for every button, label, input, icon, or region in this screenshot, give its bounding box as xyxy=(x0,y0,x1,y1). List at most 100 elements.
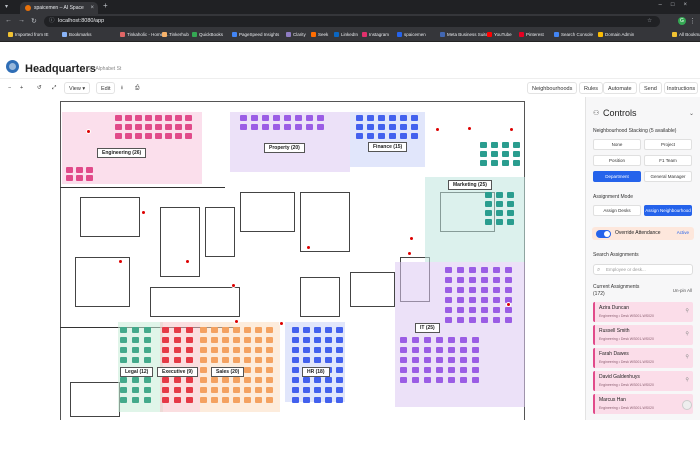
desk[interactable] xyxy=(144,357,151,363)
desk[interactable] xyxy=(244,347,251,353)
desk[interactable] xyxy=(336,357,343,363)
desk[interactable] xyxy=(144,347,151,353)
desk[interactable] xyxy=(481,317,488,323)
desk[interactable] xyxy=(412,367,419,373)
desk[interactable] xyxy=(244,377,251,383)
desk[interactable] xyxy=(303,357,310,363)
desk[interactable] xyxy=(400,337,407,343)
desk[interactable] xyxy=(162,387,169,393)
desk[interactable] xyxy=(255,377,262,383)
desk[interactable] xyxy=(262,115,269,121)
desk[interactable] xyxy=(200,327,207,333)
desk[interactable] xyxy=(162,327,169,333)
desk[interactable] xyxy=(233,347,240,353)
desk[interactable] xyxy=(292,357,299,363)
desk[interactable] xyxy=(125,124,132,130)
desk[interactable] xyxy=(186,347,193,353)
desk[interactable] xyxy=(325,397,332,403)
desk[interactable] xyxy=(400,115,407,121)
desk[interactable] xyxy=(457,317,464,323)
bookmark-item[interactable]: All Bookmarks xyxy=(672,32,700,37)
desk[interactable] xyxy=(174,357,181,363)
override-attendance[interactable]: Override Attendance Active xyxy=(592,227,694,240)
desk[interactable] xyxy=(411,124,418,130)
desk[interactable] xyxy=(469,297,476,303)
desk[interactable] xyxy=(144,387,151,393)
print-icon[interactable]: ⎙ xyxy=(135,85,140,91)
desk[interactable] xyxy=(448,377,455,383)
desk[interactable] xyxy=(436,357,443,363)
desk[interactable] xyxy=(120,327,127,333)
desk[interactable] xyxy=(469,287,476,293)
desk[interactable] xyxy=(493,267,500,273)
desk[interactable] xyxy=(255,367,262,373)
desk[interactable] xyxy=(255,347,262,353)
mode-assign-desks[interactable]: Assign Desks xyxy=(593,205,641,216)
desk[interactable] xyxy=(200,387,207,393)
desk[interactable] xyxy=(336,397,343,403)
desk[interactable] xyxy=(211,357,218,363)
desk[interactable] xyxy=(317,115,324,121)
desk[interactable] xyxy=(292,337,299,343)
desk[interactable] xyxy=(244,357,251,363)
download-icon[interactable]: ⭳ xyxy=(121,85,123,91)
desk[interactable] xyxy=(174,337,181,343)
desk[interactable] xyxy=(211,397,218,403)
desk[interactable] xyxy=(86,167,93,173)
desk[interactable] xyxy=(480,151,487,157)
desk[interactable] xyxy=(448,357,455,363)
desk[interactable] xyxy=(135,115,142,121)
desk[interactable] xyxy=(185,133,192,139)
desk[interactable] xyxy=(412,357,419,363)
desk[interactable] xyxy=(314,387,321,393)
fit-button[interactable]: ⤢ xyxy=(52,85,57,91)
bookmark-item[interactable]: Bookmarks xyxy=(62,32,92,37)
bookmark-item[interactable]: Domain Admin xyxy=(598,32,634,37)
desk[interactable] xyxy=(86,175,93,181)
desk[interactable] xyxy=(389,124,396,130)
desk[interactable] xyxy=(505,267,512,273)
desk[interactable] xyxy=(424,367,431,373)
desk[interactable] xyxy=(513,151,520,157)
desk[interactable] xyxy=(445,267,452,273)
desk[interactable] xyxy=(472,367,479,373)
desk[interactable] xyxy=(222,357,229,363)
url-input[interactable]: ⓘ localhost:8080/app ☆ xyxy=(44,16,660,27)
desk[interactable] xyxy=(325,377,332,383)
desk[interactable] xyxy=(251,124,258,130)
desk[interactable] xyxy=(314,377,321,383)
desk[interactable] xyxy=(306,124,313,130)
desk[interactable] xyxy=(135,133,142,139)
desk[interactable] xyxy=(356,115,363,121)
desk[interactable] xyxy=(460,357,467,363)
marker-icon[interactable] xyxy=(234,319,239,324)
desk[interactable] xyxy=(505,307,512,313)
desk[interactable] xyxy=(174,347,181,353)
desk[interactable] xyxy=(505,277,512,283)
desk[interactable] xyxy=(445,307,452,313)
desk[interactable] xyxy=(174,327,181,333)
back-icon[interactable]: ← xyxy=(5,17,12,24)
desk[interactable] xyxy=(424,337,431,343)
desk[interactable] xyxy=(400,377,407,383)
desk[interactable] xyxy=(144,397,151,403)
desk[interactable] xyxy=(469,307,476,313)
rotate-button[interactable]: ↺ xyxy=(37,85,42,91)
zone-property[interactable] xyxy=(230,112,350,172)
desk[interactable] xyxy=(424,357,431,363)
desk[interactable] xyxy=(132,357,139,363)
desk[interactable] xyxy=(174,387,181,393)
desk[interactable] xyxy=(448,337,455,343)
marker-icon[interactable] xyxy=(118,259,123,264)
desk[interactable] xyxy=(244,327,251,333)
desk[interactable] xyxy=(367,124,374,130)
stacking-project[interactable]: Project xyxy=(644,139,692,150)
desk[interactable] xyxy=(412,347,419,353)
desk[interactable] xyxy=(132,377,139,383)
marker-icon[interactable] xyxy=(435,127,440,132)
desk[interactable] xyxy=(400,347,407,353)
desk[interactable] xyxy=(266,357,273,363)
desk[interactable] xyxy=(165,133,172,139)
desk[interactable] xyxy=(325,327,332,333)
